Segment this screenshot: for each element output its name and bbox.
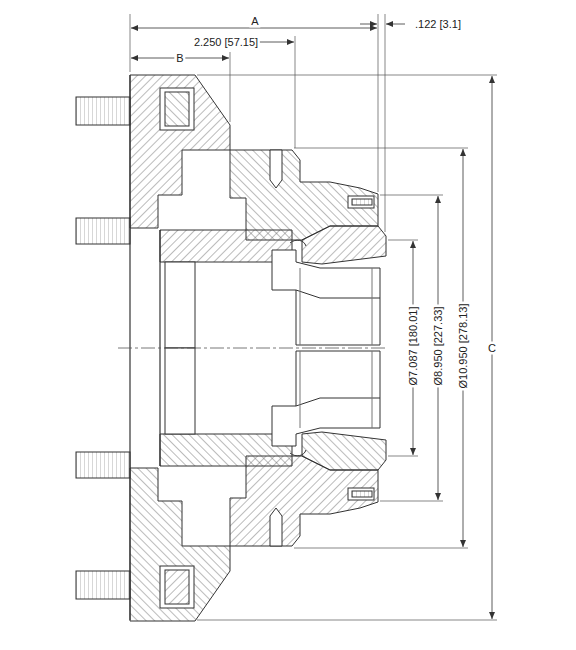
dimension-label: Ø10.950 [278.13] — [457, 301, 470, 390]
dimension-label: B — [174, 52, 185, 65]
dimension-label: .122 [3.1] — [413, 18, 463, 31]
dimension-label: Ø8.950 [227.33] — [432, 305, 445, 388]
dimension-label: 2.250 [57.15] — [192, 36, 260, 49]
dimension-label: C — [486, 342, 498, 355]
dimension-label: Ø7.087 [180.01] — [407, 305, 420, 388]
dimension-label: A — [249, 15, 260, 28]
